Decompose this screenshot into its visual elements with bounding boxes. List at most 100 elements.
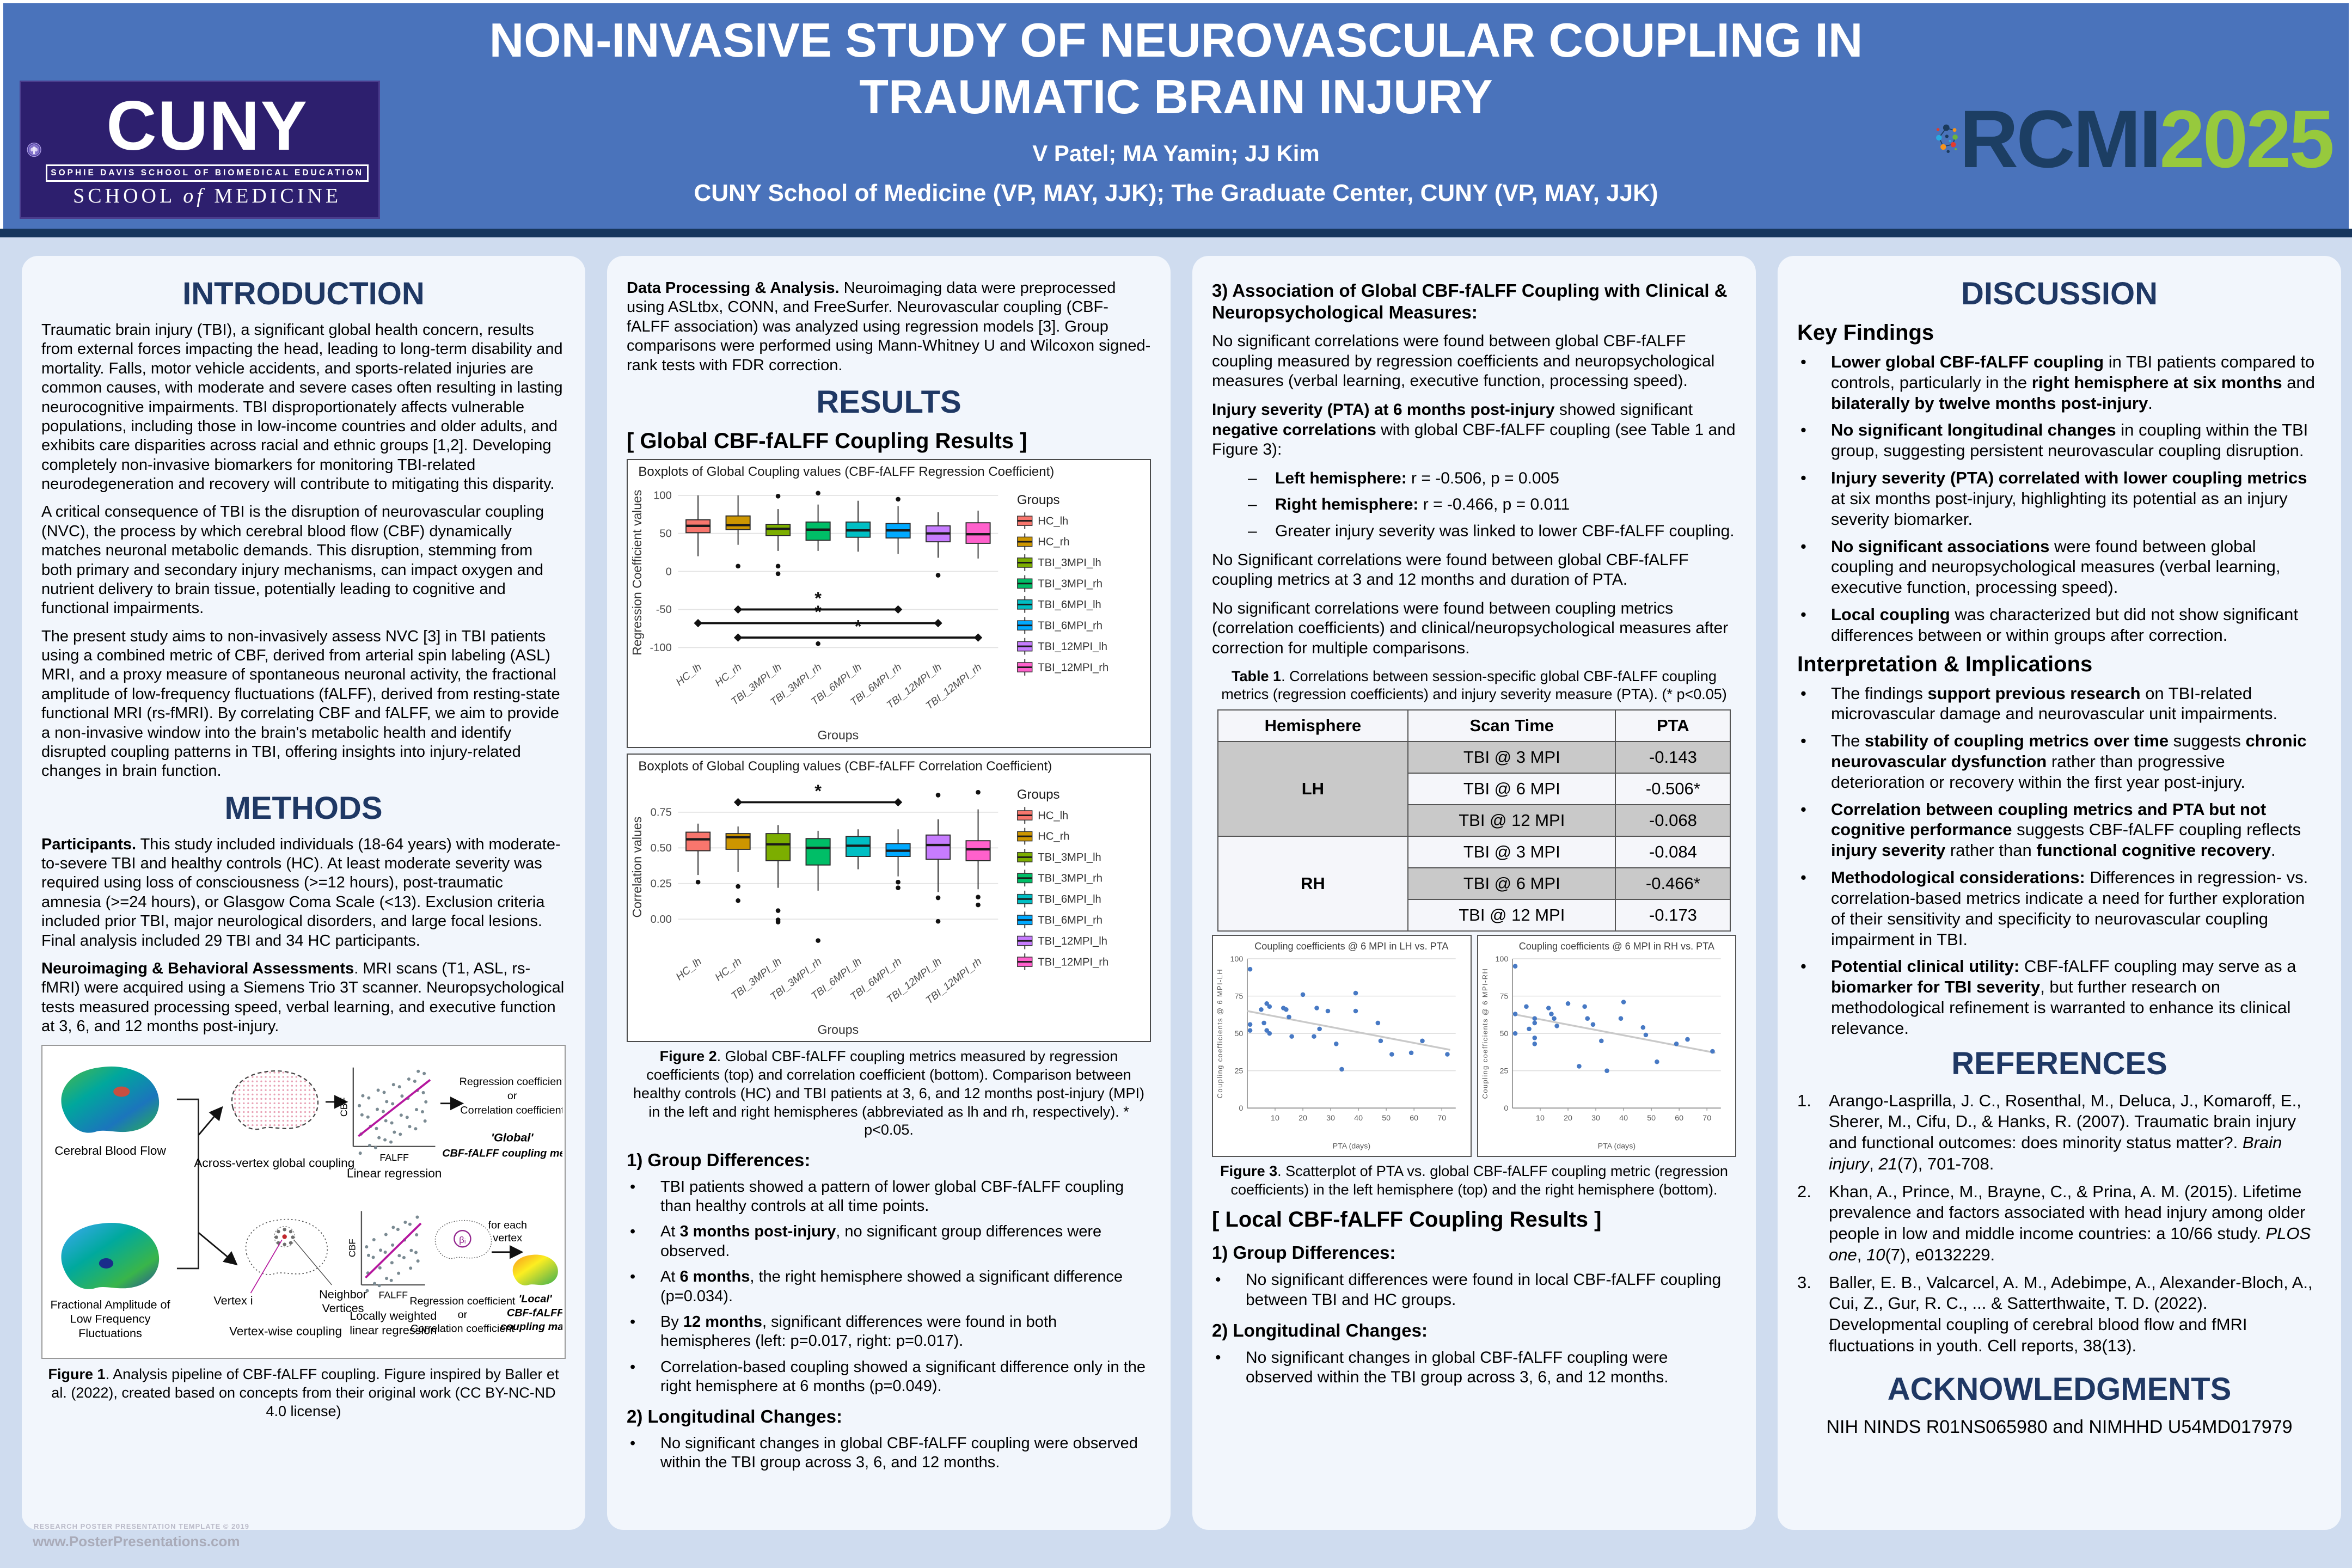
svg-text:Low Frequency: Low Frequency <box>70 1312 151 1326</box>
bullet-marker: • <box>630 1313 636 1331</box>
table1-scan-time-cell: TBI @ 12 MPI <box>1407 899 1616 932</box>
svg-text:Fractional Amplitude of: Fractional Amplitude of <box>50 1298 170 1312</box>
table1-header-pta: PTA <box>1615 709 1731 742</box>
interpretation-heading: Interpretation & Implications <box>1797 652 2093 676</box>
svg-text:HC_rh: HC_rh <box>1038 830 1069 842</box>
svg-text:75: 75 <box>1499 992 1508 1001</box>
svg-text:0: 0 <box>666 566 672 578</box>
svg-text:TBI_12MPI_lh: TBI_12MPI_lh <box>1038 935 1107 947</box>
reference-item: 3.Baller, E. B., Valcarcel, A. M., Adebi… <box>1797 1272 2322 1357</box>
introduction-heading: INTRODUCTION <box>182 276 425 311</box>
svg-text:70: 70 <box>1437 1114 1446 1123</box>
brain-cbf: Cerebral Blood Flow <box>54 1067 166 1157</box>
svg-text:Groups: Groups <box>1017 787 1060 801</box>
header-banner: NON-INVASIVE STUDY OF NEUROVASCULAR COUP… <box>0 0 2352 229</box>
item-text: Injury severity (PTA) correlated with lo… <box>1831 468 2307 529</box>
local-longitudinal-bullets: •No significant changes in global CBF-fA… <box>1212 1348 1736 1388</box>
item-text: No significant changes in global CBF-fAL… <box>1246 1348 1669 1387</box>
figure3-scatterplots: Coupling coefficients @ 6 MPI in LH vs. … <box>1212 935 1736 1157</box>
svg-text:TBI_12MPI_rh: TBI_12MPI_rh <box>1038 956 1108 968</box>
table1-pta-cell: -0.466* <box>1615 867 1731 900</box>
svg-text:TBI_6MPI_lh: TBI_6MPI_lh <box>1038 599 1101 611</box>
for-each-vertex-arrow: for each vertex <box>488 1220 527 1259</box>
methods-neuroimaging-paragraph: Neuroimaging & Behavioral Assessments. M… <box>41 959 565 1035</box>
svg-text:Correlation coefficient: Correlation coefficient <box>411 1323 514 1335</box>
svg-text:Vertex-wise coupling: Vertex-wise coupling <box>229 1325 342 1338</box>
acknowledgments-text: NIH NINDS R01NS065980 and NIMHHD U54MD01… <box>1826 1416 2293 1437</box>
local-coupling-map-brain: 'Local' CBF-fALFF coupling map <box>500 1254 562 1333</box>
svg-text:HC_lh: HC_lh <box>1038 810 1068 822</box>
svg-text:TBI_6MPI_rh: TBI_6MPI_rh <box>1038 914 1102 926</box>
svg-text:*: * <box>814 588 822 608</box>
bullet-item: •Methodological considerations: Differen… <box>1797 867 2322 950</box>
bullet-item: •By 12 months, significant differences w… <box>627 1313 1151 1351</box>
svg-text:50: 50 <box>1382 1114 1391 1123</box>
rcmi-wordmark: RCMI <box>1959 93 2161 185</box>
svg-text:30: 30 <box>1326 1114 1335 1123</box>
svg-text:100: 100 <box>653 490 672 502</box>
group-differences-bullets: • TBI patients showed a pattern of lower … <box>627 1178 1151 1396</box>
association-paragraph-1: No significant correlations were found b… <box>1212 332 1715 390</box>
svg-text:Groups: Groups <box>818 728 859 742</box>
svg-text:20: 20 <box>1298 1114 1307 1123</box>
bullet-item: –Left hemisphere: r = -0.506, p = 0.005 <box>1212 469 1736 489</box>
svg-text:for each: for each <box>488 1220 527 1232</box>
bullet-marker: • <box>630 1223 636 1241</box>
cuny-logo: CUNY SOPHIE DAVIS SCHOOL OF BIOMEDICAL E… <box>20 81 380 219</box>
svg-text:50: 50 <box>1234 1030 1243 1038</box>
beta-brain: βᵢ Regression coefficient or Correlation… <box>409 1220 516 1335</box>
global-coupling-brain: Across-vertex global coupling <box>194 1070 354 1170</box>
item-text: TBI patients showed a pattern of lower g… <box>660 1178 1124 1215</box>
svg-text:70: 70 <box>1702 1114 1711 1123</box>
figure1-pipeline-diagram: Cerebral Blood Flow Fractional Amplitude… <box>41 1045 566 1359</box>
poster-authors: V Patel; MA Yamin; JJ Kim <box>1032 140 1320 166</box>
svg-text:60: 60 <box>1675 1114 1683 1123</box>
svg-text:FALFF: FALFF <box>379 1153 409 1163</box>
bullet-item: •No significant associations were found … <box>1797 536 2322 598</box>
table1-caption: Table 1. Correlations between session-sp… <box>1221 667 1727 703</box>
table1-scan-time-cell: TBI @ 6 MPI <box>1407 867 1616 900</box>
svg-text:100: 100 <box>1495 955 1508 964</box>
bullet-item: • No significant longitudinal changes in… <box>1797 420 2322 461</box>
svg-text:TBI_3MPI_lh: TBI_3MPI_lh <box>1038 557 1101 569</box>
svg-text:*: * <box>855 616 862 636</box>
global-coupling-results-heading: [ Global CBF-fALFF Coupling Results ] <box>627 428 1027 453</box>
cuny-seal-icon <box>27 142 41 157</box>
item-text: At 3 months post-injury, no significant … <box>660 1223 1102 1260</box>
global-regression-mini-scatter: CBF FALFF Linear regression <box>339 1068 442 1180</box>
local-group-differences-bullets: •No significant differences were found i… <box>1212 1270 1736 1310</box>
intro-paragraph-3: The present study aims to non-invasively… <box>41 627 560 780</box>
svg-text:Regression coefficient: Regression coefficient <box>409 1295 516 1307</box>
bullet-marker: • <box>1800 604 1806 624</box>
item-text: No significant changes in global CBF-fAL… <box>660 1435 1138 1472</box>
svg-text:*: * <box>814 602 822 622</box>
svg-text:Groups: Groups <box>818 1022 859 1037</box>
svg-text:Correlation values: Correlation values <box>630 816 644 917</box>
svg-text:coupling map: coupling map <box>500 1321 562 1333</box>
bullet-item: •At 6 months, the right hemisphere showe… <box>627 1267 1151 1306</box>
bullet-marker: • <box>1800 957 1806 976</box>
table1-pta-cell: -0.084 <box>1615 836 1731 868</box>
bullet-item: •The findings support previous research … <box>1797 683 2322 725</box>
template-credit-line: RESEARCH POSTER PRESENTATION TEMPLATE © … <box>34 1522 249 1530</box>
svg-text:75: 75 <box>1234 992 1243 1001</box>
svg-text:Coupling coefficients @ 6 MPI: Coupling coefficients @ 6 MPI in LH vs. … <box>1254 941 1449 952</box>
svg-text:PTA (days): PTA (days) <box>1597 1142 1636 1151</box>
svg-text:Vertices: Vertices <box>322 1301 364 1315</box>
item-text: Right hemisphere: r = -0.466, p = 0.011 <box>1275 495 1570 514</box>
reference-item: 1.Arango-Lasprilla, J. C., Rosenthal, M.… <box>1797 1091 2322 1175</box>
local-longitudinal-heading: 2) Longitudinal Changes: <box>1212 1320 1428 1341</box>
svg-text:CBF-fALFF coupling metric: CBF-fALFF coupling metric <box>442 1148 562 1160</box>
table1-pta-cell: -0.143 <box>1615 741 1731 774</box>
bullet-item: •Local coupling was characterized but di… <box>1797 604 2322 646</box>
item-text: Correlation-based coupling showed a sign… <box>660 1358 1146 1395</box>
intro-paragraph-1: Traumatic brain injury (TBI), a signific… <box>41 321 563 493</box>
item-text: The stability of coupling metrics over t… <box>1831 731 2307 792</box>
bullet-item: •Correlation-based coupling showed a sig… <box>627 1358 1151 1396</box>
table1-header-row: Hemisphere Scan Time PTA <box>1217 709 1731 742</box>
column-results-associations-local: 3) Association of Global CBF-fALFF Coupl… <box>1192 256 1756 1530</box>
column-discussion: DISCUSSION Key Findings •Lower global CB… <box>1778 256 2341 1530</box>
table1-row: TBI @ 12 MPI-0.068 <box>1218 804 1731 837</box>
table1-row: TBI @ 6 MPI-0.466* <box>1218 867 1731 900</box>
